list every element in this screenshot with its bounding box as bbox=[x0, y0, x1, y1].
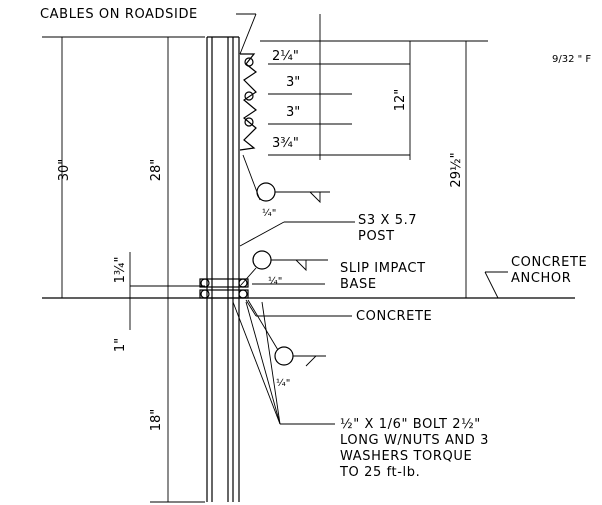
weld-symbol-3 bbox=[247, 299, 326, 367]
weld-symbol-1 bbox=[242, 154, 330, 204]
top-cable-dim: 29½" bbox=[449, 152, 464, 187]
edge-note: 9/32 " F bbox=[552, 54, 591, 65]
post-label-line-1: S3 X 5.7 bbox=[358, 213, 417, 228]
base-height-dim: 1¾" bbox=[113, 257, 128, 284]
spacing-dim-1: 2¼" bbox=[272, 49, 299, 64]
total-height-dim: 30" bbox=[57, 159, 72, 182]
base-label-line-2: BASE bbox=[340, 277, 377, 292]
concrete-label: CONCRETE bbox=[356, 309, 432, 324]
weld-size-3: ¼" bbox=[276, 377, 290, 389]
post-label-line-2: POST bbox=[358, 229, 395, 244]
cable-span-dim: 12" bbox=[393, 89, 408, 112]
cable-hooks bbox=[239, 53, 258, 151]
slip-base bbox=[199, 278, 249, 299]
bolt-label-line-2: LONG W/NUTS AND 3 bbox=[340, 433, 489, 448]
bolt-label-line-1: ½" X 1/6" BOLT 2½" bbox=[340, 417, 481, 432]
base-label-line-1: SLIP IMPACT bbox=[340, 261, 426, 276]
embed-depth-dim: 18" bbox=[149, 409, 164, 432]
vertical-dimensions bbox=[61, 37, 467, 503]
spacing-dim-3: 3" bbox=[286, 105, 300, 120]
cables-label: CABLES ON ROADSIDE bbox=[40, 7, 198, 22]
spacing-dim-2: 3" bbox=[286, 75, 300, 90]
steel-post bbox=[206, 36, 240, 502]
callout-leaders bbox=[232, 13, 508, 425]
cable-spacing-dimensions bbox=[260, 14, 411, 160]
post-height-dim: 28" bbox=[149, 159, 164, 182]
weld-symbol-2 bbox=[240, 250, 328, 286]
spacing-dim-4: 3¾" bbox=[272, 136, 299, 151]
bolt-label-line-3: WASHERS TORQUE bbox=[340, 449, 472, 464]
anchor-label-line-1: CONCRETE bbox=[511, 255, 587, 270]
bolt-label-line-4: TO 25 ft-lb. bbox=[339, 465, 420, 480]
base-gap-dim: 1" bbox=[113, 338, 128, 352]
weld-size-1: ¼" bbox=[262, 207, 276, 219]
anchor-label-line-2: ANCHOR bbox=[511, 271, 571, 286]
weld-size-2: ¼" bbox=[268, 275, 282, 287]
